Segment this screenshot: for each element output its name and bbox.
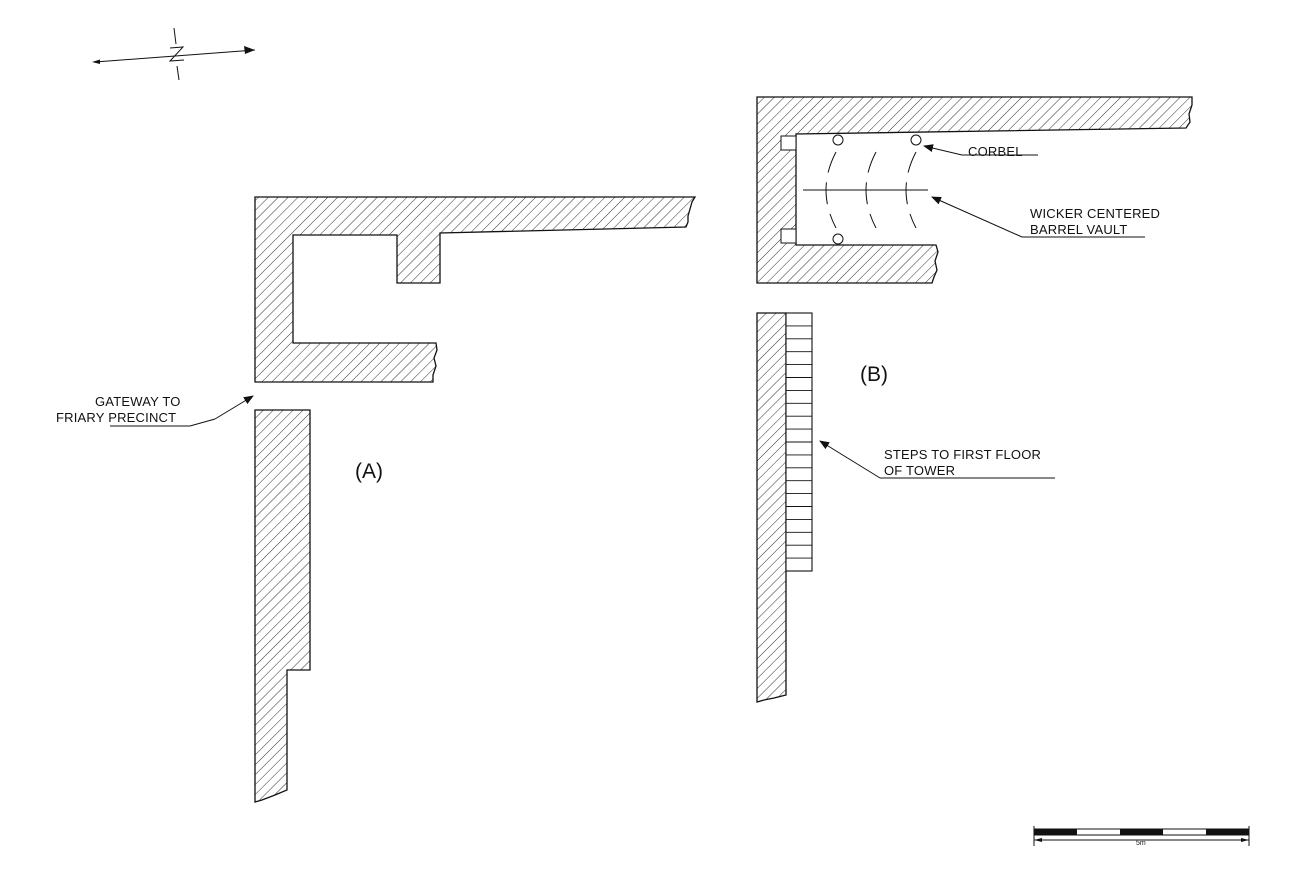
gateway-label-line2: FRIARY PRECINCT (56, 410, 176, 425)
steps-label-line2: OF TOWER (884, 463, 955, 478)
scale-bar: 5m (1033, 826, 1250, 847)
vault-label-line1: WICKER CENTERED (1030, 206, 1160, 221)
scale-label: 5m (1136, 840, 1146, 847)
north-arrow-icon (92, 27, 256, 81)
gateway-label-line1: GATEWAY TO (95, 394, 181, 409)
corbel-icon (832, 134, 844, 146)
plan-b-label: (B) (860, 363, 888, 386)
plan-a-label: (A) (355, 460, 383, 483)
plan-a-upper-wall (254, 196, 697, 383)
corbel-icon (832, 233, 844, 245)
gateway-callout: GATEWAY TO FRIARY PRECINCT (56, 394, 254, 427)
corbel-icon (910, 134, 922, 146)
plan-b-lower-wall (756, 312, 787, 703)
plan-a-lower-wall (254, 409, 311, 803)
vault-label-line2: BARREL VAULT (1030, 222, 1128, 237)
plan-b-vault-details (780, 134, 928, 245)
steps-label-line1: STEPS TO FIRST FLOOR (884, 447, 1041, 462)
vault-callout: WICKER CENTERED BARREL VAULT (931, 196, 1160, 238)
steps-callout: STEPS TO FIRST FLOOR OF TOWER (819, 440, 1055, 479)
corbel-label: CORBEL (968, 144, 1023, 159)
plan-b-tower-wall (756, 96, 1193, 284)
steps (785, 312, 813, 572)
corbel-callout: CORBEL (923, 144, 1038, 159)
